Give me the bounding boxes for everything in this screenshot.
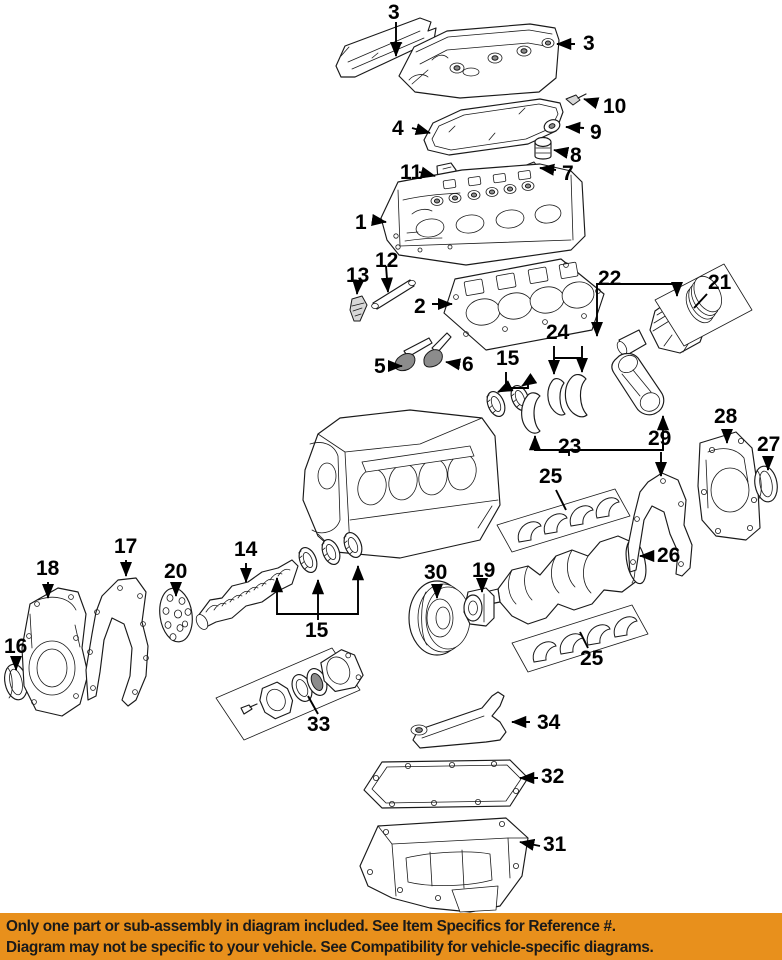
part-valve-spring-lower: [298, 532, 363, 573]
callout-label-33: 33: [307, 713, 331, 736]
callout-label-25a: 25: [539, 465, 563, 488]
disclaimer-line-2: Diagram may not be specific to your vehi…: [6, 939, 654, 956]
callout-label-2: 2: [414, 295, 426, 318]
part-bolt-stud: [565, 93, 587, 106]
part-timing-cover-gasket: [85, 577, 149, 707]
part-rear-main-seal: [754, 465, 778, 503]
part-rod-bearing-a: [547, 378, 566, 416]
part-valve-cover-left: [335, 17, 437, 78]
callout-label-10: 10: [603, 95, 627, 118]
callout-label-20: 20: [164, 560, 188, 583]
part-oil-pickup-tube: [410, 691, 507, 749]
part-main-bearing-set-lower: [511, 604, 649, 673]
part-oil-pan-gasket: [363, 759, 529, 809]
callout-label-4: 4: [392, 117, 404, 140]
part-main-bearing-set-upper: [496, 488, 631, 553]
part-connecting-rod: [611, 352, 665, 416]
callout-label-5: 5: [374, 355, 386, 378]
callout-label-27: 27: [757, 433, 781, 456]
callout-label-16: 16: [4, 635, 28, 658]
callout-label-12: 12: [375, 249, 399, 272]
part-intake-valve: [394, 337, 433, 372]
disclaimer-banner: Only one part or sub-assembly in diagram…: [0, 913, 782, 960]
callout-label-26: 26: [657, 544, 681, 567]
part-grommet-washer: [543, 119, 561, 133]
callout-label-17: 17: [114, 535, 138, 558]
part-head-bolt: [349, 295, 368, 322]
part-front-crank-seal: [4, 663, 28, 701]
callout-label-1: 1: [355, 211, 367, 234]
part-piston-ring-set: [654, 263, 753, 347]
callout-label-15b: 15: [305, 619, 329, 642]
disclaimer-line-1: Only one part or sub-assembly in diagram…: [6, 918, 616, 935]
part-crankshaft-gear: [463, 587, 495, 627]
part-oil-pan: [359, 817, 529, 913]
part-rod-bearing-b: [564, 373, 588, 418]
callout-label-21: 21: [708, 271, 732, 294]
callout-label-30: 30: [424, 561, 448, 584]
part-camshaft: [195, 559, 299, 630]
part-valve-cover-gasket: [423, 98, 564, 156]
callout-label-6: 6: [462, 353, 474, 376]
callout-label-23: 23: [558, 435, 582, 458]
part-oil-pump-kit: [215, 647, 364, 741]
callout-label-24: 24: [546, 321, 570, 344]
part-pushrod: [371, 279, 416, 310]
callout-label-34: 34: [537, 711, 561, 734]
callout-label-31: 31: [543, 833, 567, 856]
part-cylinder-head: [380, 163, 586, 266]
callout-leaders: [9, 22, 775, 851]
part-camshaft-thrust-plate: [159, 587, 193, 643]
engine-exploded-diagram: .ln { fill:none; stroke:#1a1a1a; stroke-…: [4, 17, 778, 913]
callout-label-29: 29: [648, 427, 672, 450]
callout-label-22: 22: [598, 267, 622, 290]
callout-label-11: 11: [400, 161, 423, 184]
part-rear-cover-gasket: [627, 472, 693, 577]
part-valve-spring-upper: [486, 385, 530, 417]
callout-label-19: 19: [472, 559, 496, 582]
part-spacer-sleeve: [534, 136, 552, 160]
callout-label-9: 9: [590, 121, 602, 144]
part-rear-cover: [697, 431, 761, 541]
part-valve-cover-right: [398, 23, 560, 99]
callout-label-3b: 3: [583, 32, 595, 55]
part-head-gasket: [443, 258, 605, 351]
part-piston-pin: [616, 329, 647, 356]
callout-label-13: 13: [346, 264, 370, 287]
callout-label-3a: 3: [388, 1, 400, 24]
callout-label-8: 8: [570, 144, 582, 167]
part-timing-cover: [21, 587, 89, 717]
callout-label-14: 14: [234, 538, 258, 561]
callout-label-7: 7: [562, 162, 574, 185]
part-rod-cap-bearing: [521, 392, 541, 434]
callout-label-15a: 15: [496, 347, 520, 370]
callout-label-25b: 25: [580, 647, 604, 670]
callout-label-28: 28: [714, 405, 738, 428]
part-exhaust-valve: [423, 332, 452, 368]
callout-label-32: 32: [541, 765, 565, 788]
part-engine-block: [302, 409, 501, 559]
callout-label-18: 18: [36, 557, 60, 580]
part-harmonic-balancer: [408, 580, 471, 656]
